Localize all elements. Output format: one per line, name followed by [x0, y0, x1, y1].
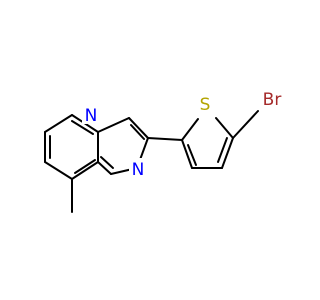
double-bond-imidazole-b [100, 156, 114, 169]
atom-backdrop-imidazole-n [129, 158, 147, 178]
atom-label-bromine: Br [263, 90, 282, 110]
bond-pyridine-1 [44, 114, 73, 133]
bond-thiophene-5 [215, 117, 234, 139]
bond-thiophene-1 [181, 118, 199, 141]
bond-imidazole-2 [128, 117, 149, 139]
bond-bromine [232, 110, 259, 139]
bond-imidazole-5 [97, 161, 112, 175]
bond-imidazole-1 [97, 117, 130, 133]
molecule-canvas: N N S Br [44, 88, 286, 213]
atom-backdrop-bridge-n [82, 106, 100, 124]
bond-thiophene-4 [221, 137, 234, 169]
double-bond-thiophene-a [187, 144, 197, 166]
atom-label-sulfur: S [200, 95, 211, 115]
bond-thiophene-2 [181, 139, 193, 169]
double-bond-imidazole-a [130, 124, 145, 140]
atom-backdrop-bromine [256, 88, 286, 110]
atom-backdrop-sulfur [196, 94, 214, 116]
double-bond-thiophene-b [217, 137, 228, 163]
double-bond-pyridine-c [71, 120, 94, 135]
molecule-structure: N N S Br [44, 88, 286, 213]
bond-pyridine-4 [71, 161, 99, 180]
bond-ring-link [147, 137, 183, 141]
double-bond-pyridine-b [74, 159, 96, 174]
atom-label-n-bridge: N [85, 106, 98, 126]
atom-label-n-imidazole: N [132, 160, 145, 180]
bond-lines [44, 110, 259, 213]
bond-pyridine-3 [44, 161, 73, 180]
